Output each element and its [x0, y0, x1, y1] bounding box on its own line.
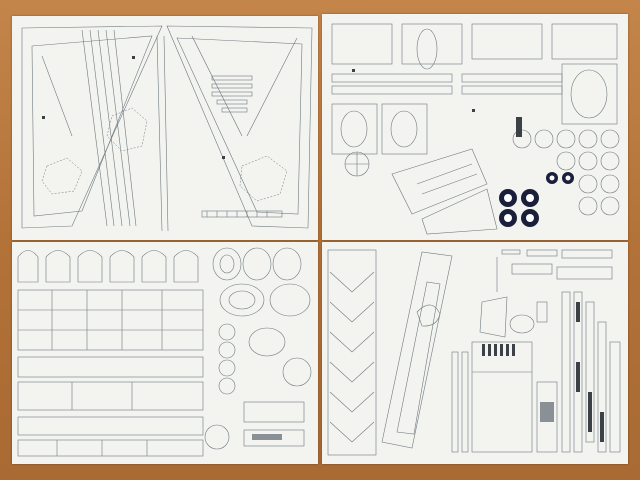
sheet-bottom-left: [12, 242, 318, 464]
sheet-top-right-drawing: [331, 23, 620, 235]
roundel-marking: [499, 172, 574, 227]
sheet-top-left-drawing: [21, 25, 313, 232]
sheet-bottom-right-drawing: [327, 249, 621, 456]
sheet-top-right: [322, 14, 628, 240]
sheet-bottom-left-drawing: [17, 247, 312, 457]
sheet-top-left: [12, 16, 318, 240]
sheet-bottom-right: [322, 242, 628, 464]
